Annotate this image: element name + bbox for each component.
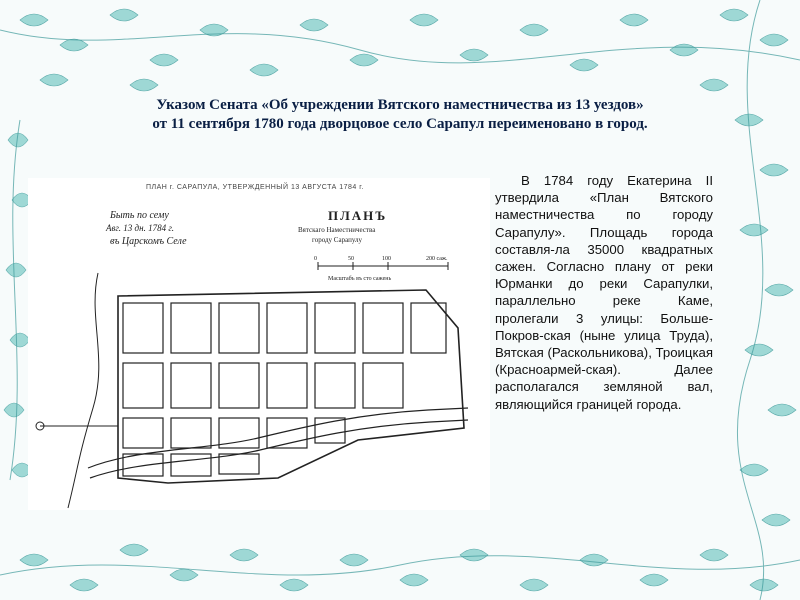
scale-tick-0: 0 (314, 256, 317, 262)
scale-tick-50: 50 (348, 256, 354, 262)
historic-plan-image: ПЛАН г. САРАПУЛА, УТВЕРЖДЕННЫЙ 13 АВГУСТ… (28, 178, 490, 510)
river-line-2 (89, 419, 469, 479)
slide-title-line1: Указом Сената «Об учреждении Вятского на… (156, 97, 644, 113)
compass-arrow (35, 421, 118, 431)
scale-tick-200: 200 саж. (426, 256, 448, 262)
handwritten-note-1: Быть по сему (109, 210, 169, 221)
plan-caption: ПЛАН г. САРАПУЛА, УТВЕРЖДЕННЫЙ 13 АВГУСТ… (146, 184, 364, 191)
scale-tick-100: 100 (382, 256, 391, 262)
stream-line (67, 272, 100, 509)
handwritten-note-3: въ Царскомъ Селе (110, 236, 187, 247)
handwritten-note-2: Авг. 13 дн. 1784 г. (105, 223, 174, 233)
slide-title: Указом Сената «Об учреждении Вятского на… (80, 96, 720, 134)
river-line (87, 407, 469, 469)
city-blocks (122, 302, 447, 477)
slide-title-line2: от 11 сентября 1780 года дворцовое село … (152, 116, 648, 132)
plan-subheading-2: городу Сарапулу (312, 236, 363, 244)
plan-drawing: Быть по сему Авг. 13 дн. 1784 г. въ Царс… (35, 208, 469, 509)
description-paragraph: В 1784 году Екатерина II утвердила «План… (495, 173, 713, 412)
scale-bar (317, 262, 449, 270)
plan-heading: ПЛАНЪ (328, 208, 387, 223)
plan-subheading-1: Вятскаго Наместничества (298, 226, 376, 234)
city-boundary (117, 289, 465, 484)
scale-label: Масштабъ въ сто сажень (328, 275, 391, 282)
